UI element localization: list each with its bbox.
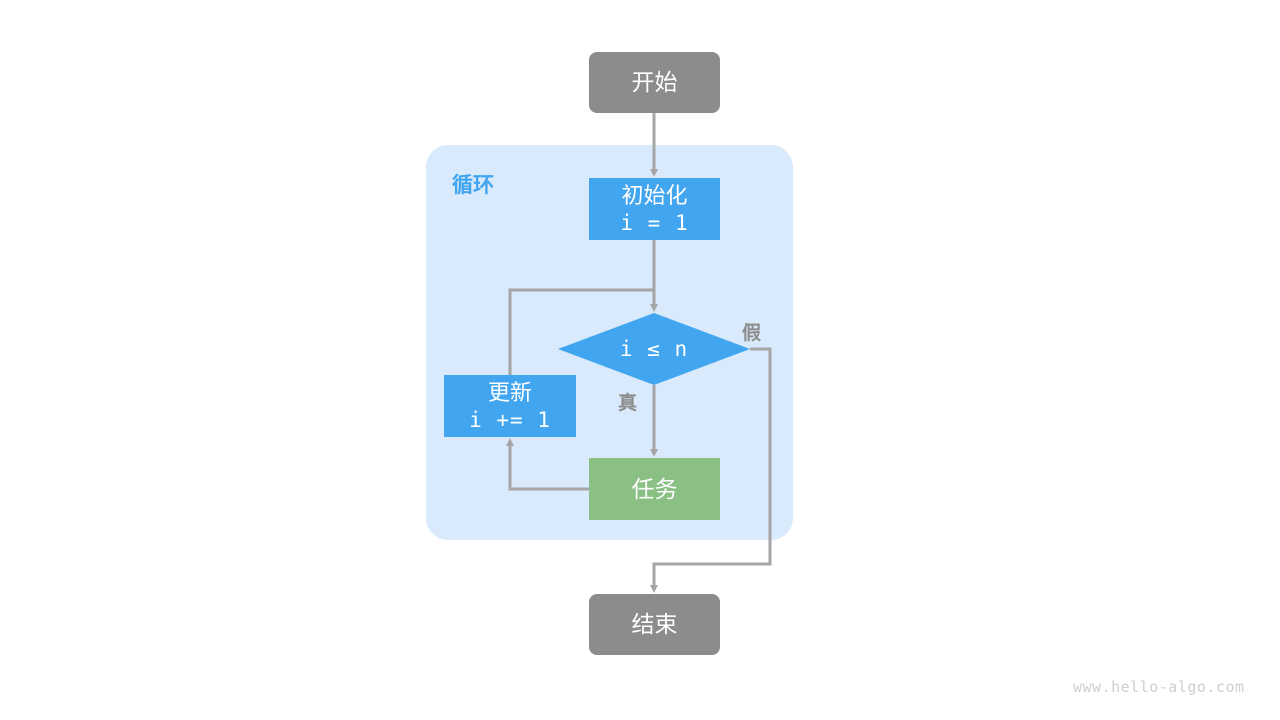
node-start-label: 开始	[631, 69, 678, 96]
edge-label-false: 假	[742, 323, 762, 344]
node-update-code: i += 1	[469, 407, 551, 432]
node-condition: i ≤ n	[558, 313, 750, 385]
edge-condition-false-to-end	[650, 347, 772, 593]
node-end: 结束	[589, 594, 720, 655]
node-task-label: 任务	[631, 475, 678, 502]
node-update-label: 更新	[487, 380, 532, 406]
watermark: www.hello-algo.com	[1073, 678, 1245, 696]
node-start: 开始	[589, 52, 720, 113]
node-end-label: 结束	[631, 611, 678, 638]
edge-task-to-update	[506, 438, 589, 491]
node-init-label: 初始化	[621, 183, 688, 209]
node-task: 任务	[589, 458, 720, 520]
node-init: 初始化 i = 1	[589, 178, 720, 240]
node-init-code: i = 1	[620, 210, 689, 235]
node-update: 更新 i += 1	[444, 375, 576, 437]
edge-update-to-condition	[508, 288, 654, 375]
diamond-shape	[558, 313, 750, 385]
loop-container-label: 循环	[452, 174, 494, 197]
node-condition-label: i ≤ n	[619, 337, 689, 361]
edge-label-true: 真	[618, 393, 638, 414]
